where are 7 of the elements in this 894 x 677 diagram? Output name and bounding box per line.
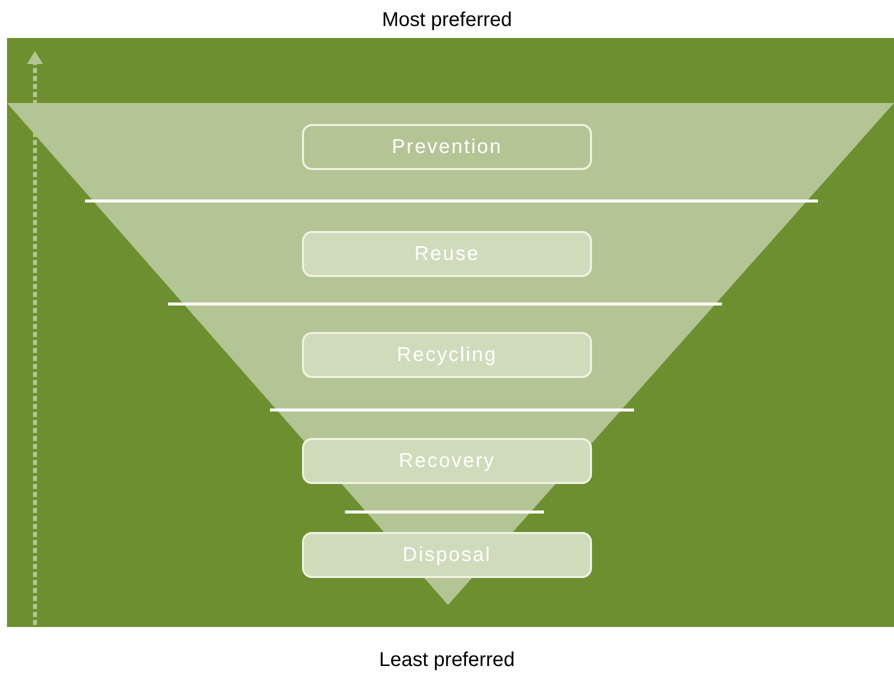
level-box: Reuse [302,231,592,277]
bottom-label: Least preferred [379,648,515,673]
level-box: Prevention [302,124,592,170]
level-box: Recovery [302,438,592,484]
level-box: Recycling [302,332,592,378]
top-label: Most preferred [382,8,512,33]
level-box: Disposal [302,532,592,578]
